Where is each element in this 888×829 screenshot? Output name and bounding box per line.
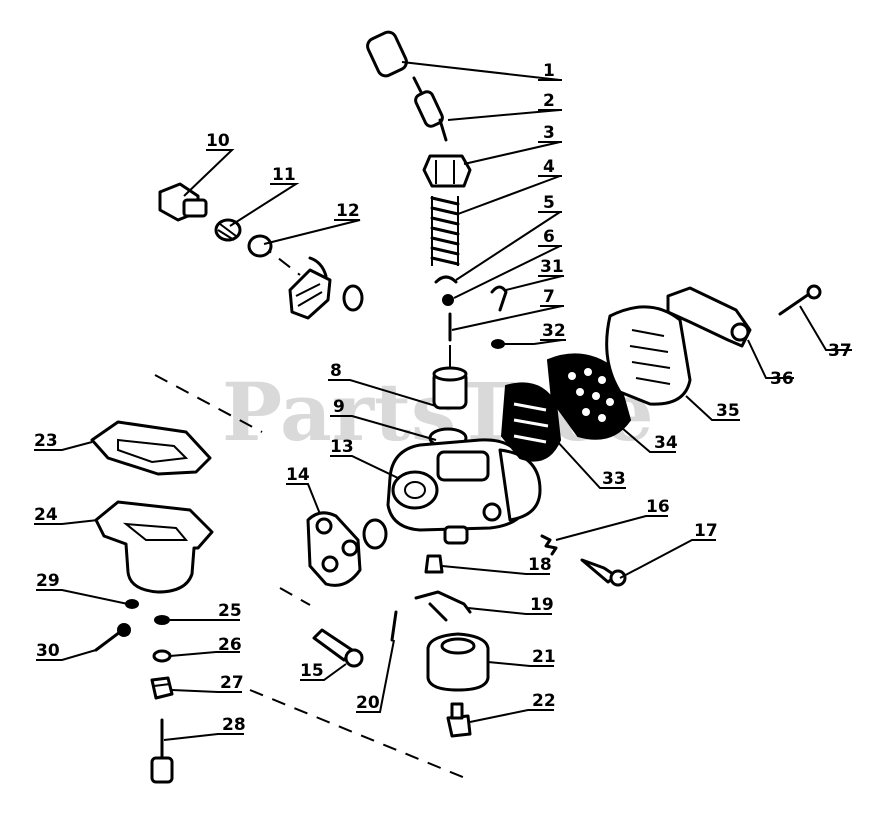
part-16-spring[interactable] — [540, 534, 558, 556]
part-19-float-arm[interactable] — [414, 590, 472, 622]
callout-14[interactable]: 14 — [286, 465, 310, 485]
idle-screw-assembly[interactable] — [288, 256, 364, 320]
callout-21[interactable]: 21 — [532, 647, 556, 667]
callout-27[interactable]: 27 — [220, 673, 244, 693]
part-1-primer-knob[interactable] — [365, 30, 409, 79]
part-34-filter-element[interactable] — [546, 353, 632, 440]
part-36-bracket[interactable] — [666, 286, 752, 348]
callout-6[interactable]: 6 — [543, 227, 555, 247]
callout-30[interactable]: 30 — [36, 641, 60, 661]
part-13-carburetor-body[interactable] — [386, 438, 542, 545]
part-15-screw[interactable] — [312, 628, 364, 668]
part-3-nut[interactable] — [422, 154, 472, 188]
callout-28[interactable]: 28 — [222, 715, 246, 735]
part-6-retainer[interactable] — [442, 294, 454, 306]
callout-19[interactable]: 19 — [530, 595, 554, 615]
part-35-air-filter-cover[interactable] — [605, 305, 692, 406]
part-10-fuel-fitting[interactable] — [158, 182, 208, 222]
part-14-flange[interactable] — [306, 511, 388, 587]
part-27-nut[interactable] — [150, 676, 174, 700]
part-4-spring[interactable] — [430, 196, 460, 266]
callout-9[interactable]: 9 — [333, 397, 345, 417]
part-8-throttle-slide[interactable] — [432, 366, 468, 410]
callout-16[interactable]: 16 — [646, 497, 670, 517]
callout-15[interactable]: 15 — [300, 661, 324, 681]
part-26-washer[interactable] — [152, 649, 172, 663]
callout-33[interactable]: 33 — [602, 469, 626, 489]
callout-8[interactable]: 8 — [330, 361, 342, 381]
callout-23[interactable]: 23 — [34, 431, 58, 451]
callout-25[interactable]: 25 — [218, 601, 242, 621]
callout-34[interactable]: 34 — [654, 433, 678, 453]
callout-4[interactable]: 4 — [543, 157, 555, 177]
callout-7[interactable]: 7 — [543, 287, 555, 307]
part-31-clip[interactable] — [490, 285, 508, 312]
callout-17[interactable]: 17 — [694, 521, 718, 541]
callout-5[interactable]: 5 — [543, 193, 555, 213]
part-2-throttle-shaft[interactable] — [412, 76, 448, 142]
leader-lines — [34, 61, 852, 741]
callout-26[interactable]: 26 — [218, 635, 242, 655]
part-17-screw[interactable] — [580, 558, 627, 587]
part-5-clip[interactable] — [434, 275, 458, 284]
callout-3[interactable]: 3 — [543, 123, 555, 143]
part-23-bowl-gasket[interactable] — [90, 420, 212, 476]
callout-18[interactable]: 18 — [528, 555, 552, 575]
callout-13[interactable]: 13 — [330, 437, 354, 457]
callout-35[interactable]: 35 — [716, 401, 740, 421]
callout-37[interactable]: 37 — [828, 341, 852, 361]
callout-20[interactable]: 20 — [356, 693, 380, 713]
callout-22[interactable]: 22 — [532, 691, 556, 711]
part-37-screw[interactable] — [778, 284, 822, 316]
part-11-spring[interactable] — [214, 218, 242, 242]
part-32-pin[interactable] — [491, 339, 534, 349]
part-25-o-ring[interactable] — [154, 615, 170, 625]
callout-1[interactable]: 1 — [543, 61, 555, 81]
callout-11[interactable]: 11 — [272, 165, 296, 185]
part-21-float[interactable] — [426, 632, 490, 692]
part-12-o-ring[interactable] — [247, 234, 273, 258]
part-33-gasket[interactable] — [500, 382, 562, 462]
callout-36[interactable]: 36 — [770, 369, 794, 389]
callout-labels: 1 2 3 4 5 6 7 8 9 10 11 12 13 14 15 16 1… — [34, 61, 852, 735]
callout-12[interactable]: 12 — [336, 201, 360, 221]
callout-24[interactable]: 24 — [34, 505, 58, 525]
callout-32[interactable]: 32 — [542, 321, 566, 341]
callout-29[interactable]: 29 — [36, 571, 60, 591]
part-20-pin[interactable] — [390, 610, 398, 642]
part-22-drain-plug[interactable] — [446, 702, 472, 738]
part-30-screw[interactable] — [94, 623, 131, 652]
callout-10[interactable]: 10 — [206, 131, 230, 151]
callout-31[interactable]: 31 — [540, 257, 564, 277]
part-28-bolt[interactable] — [150, 718, 174, 784]
part-24-float-bowl[interactable] — [94, 500, 214, 594]
part-18-jet[interactable] — [424, 554, 444, 574]
callout-2[interactable]: 2 — [543, 91, 555, 111]
